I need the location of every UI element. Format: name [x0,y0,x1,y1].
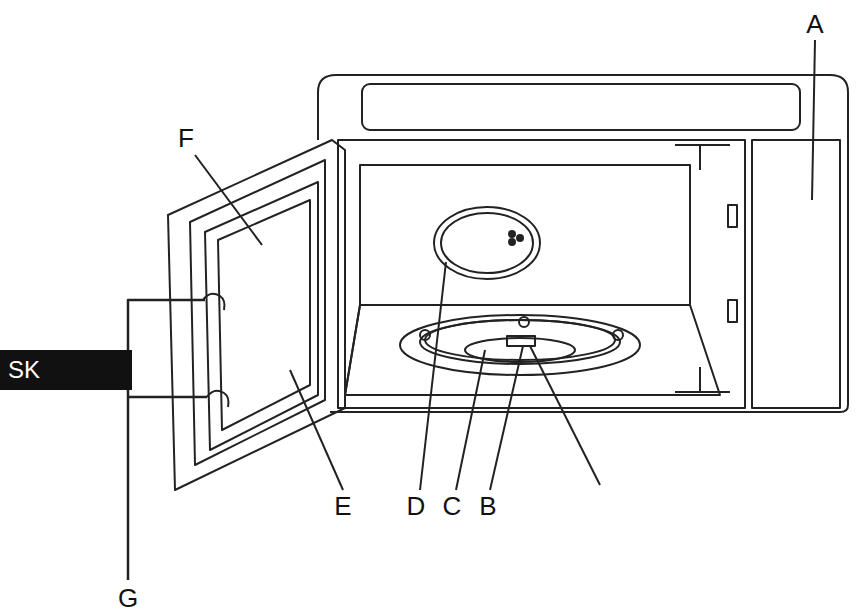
band-text: SK [0,356,40,384]
part-letter: C [443,493,462,519]
part-letter: B [479,493,496,519]
label-band: SK [0,350,132,390]
part-letter: F [178,125,194,151]
part-letter: D [407,493,426,519]
part-letter: E [334,493,351,519]
part-letter: A [806,11,823,37]
part-letter: G [118,585,138,611]
